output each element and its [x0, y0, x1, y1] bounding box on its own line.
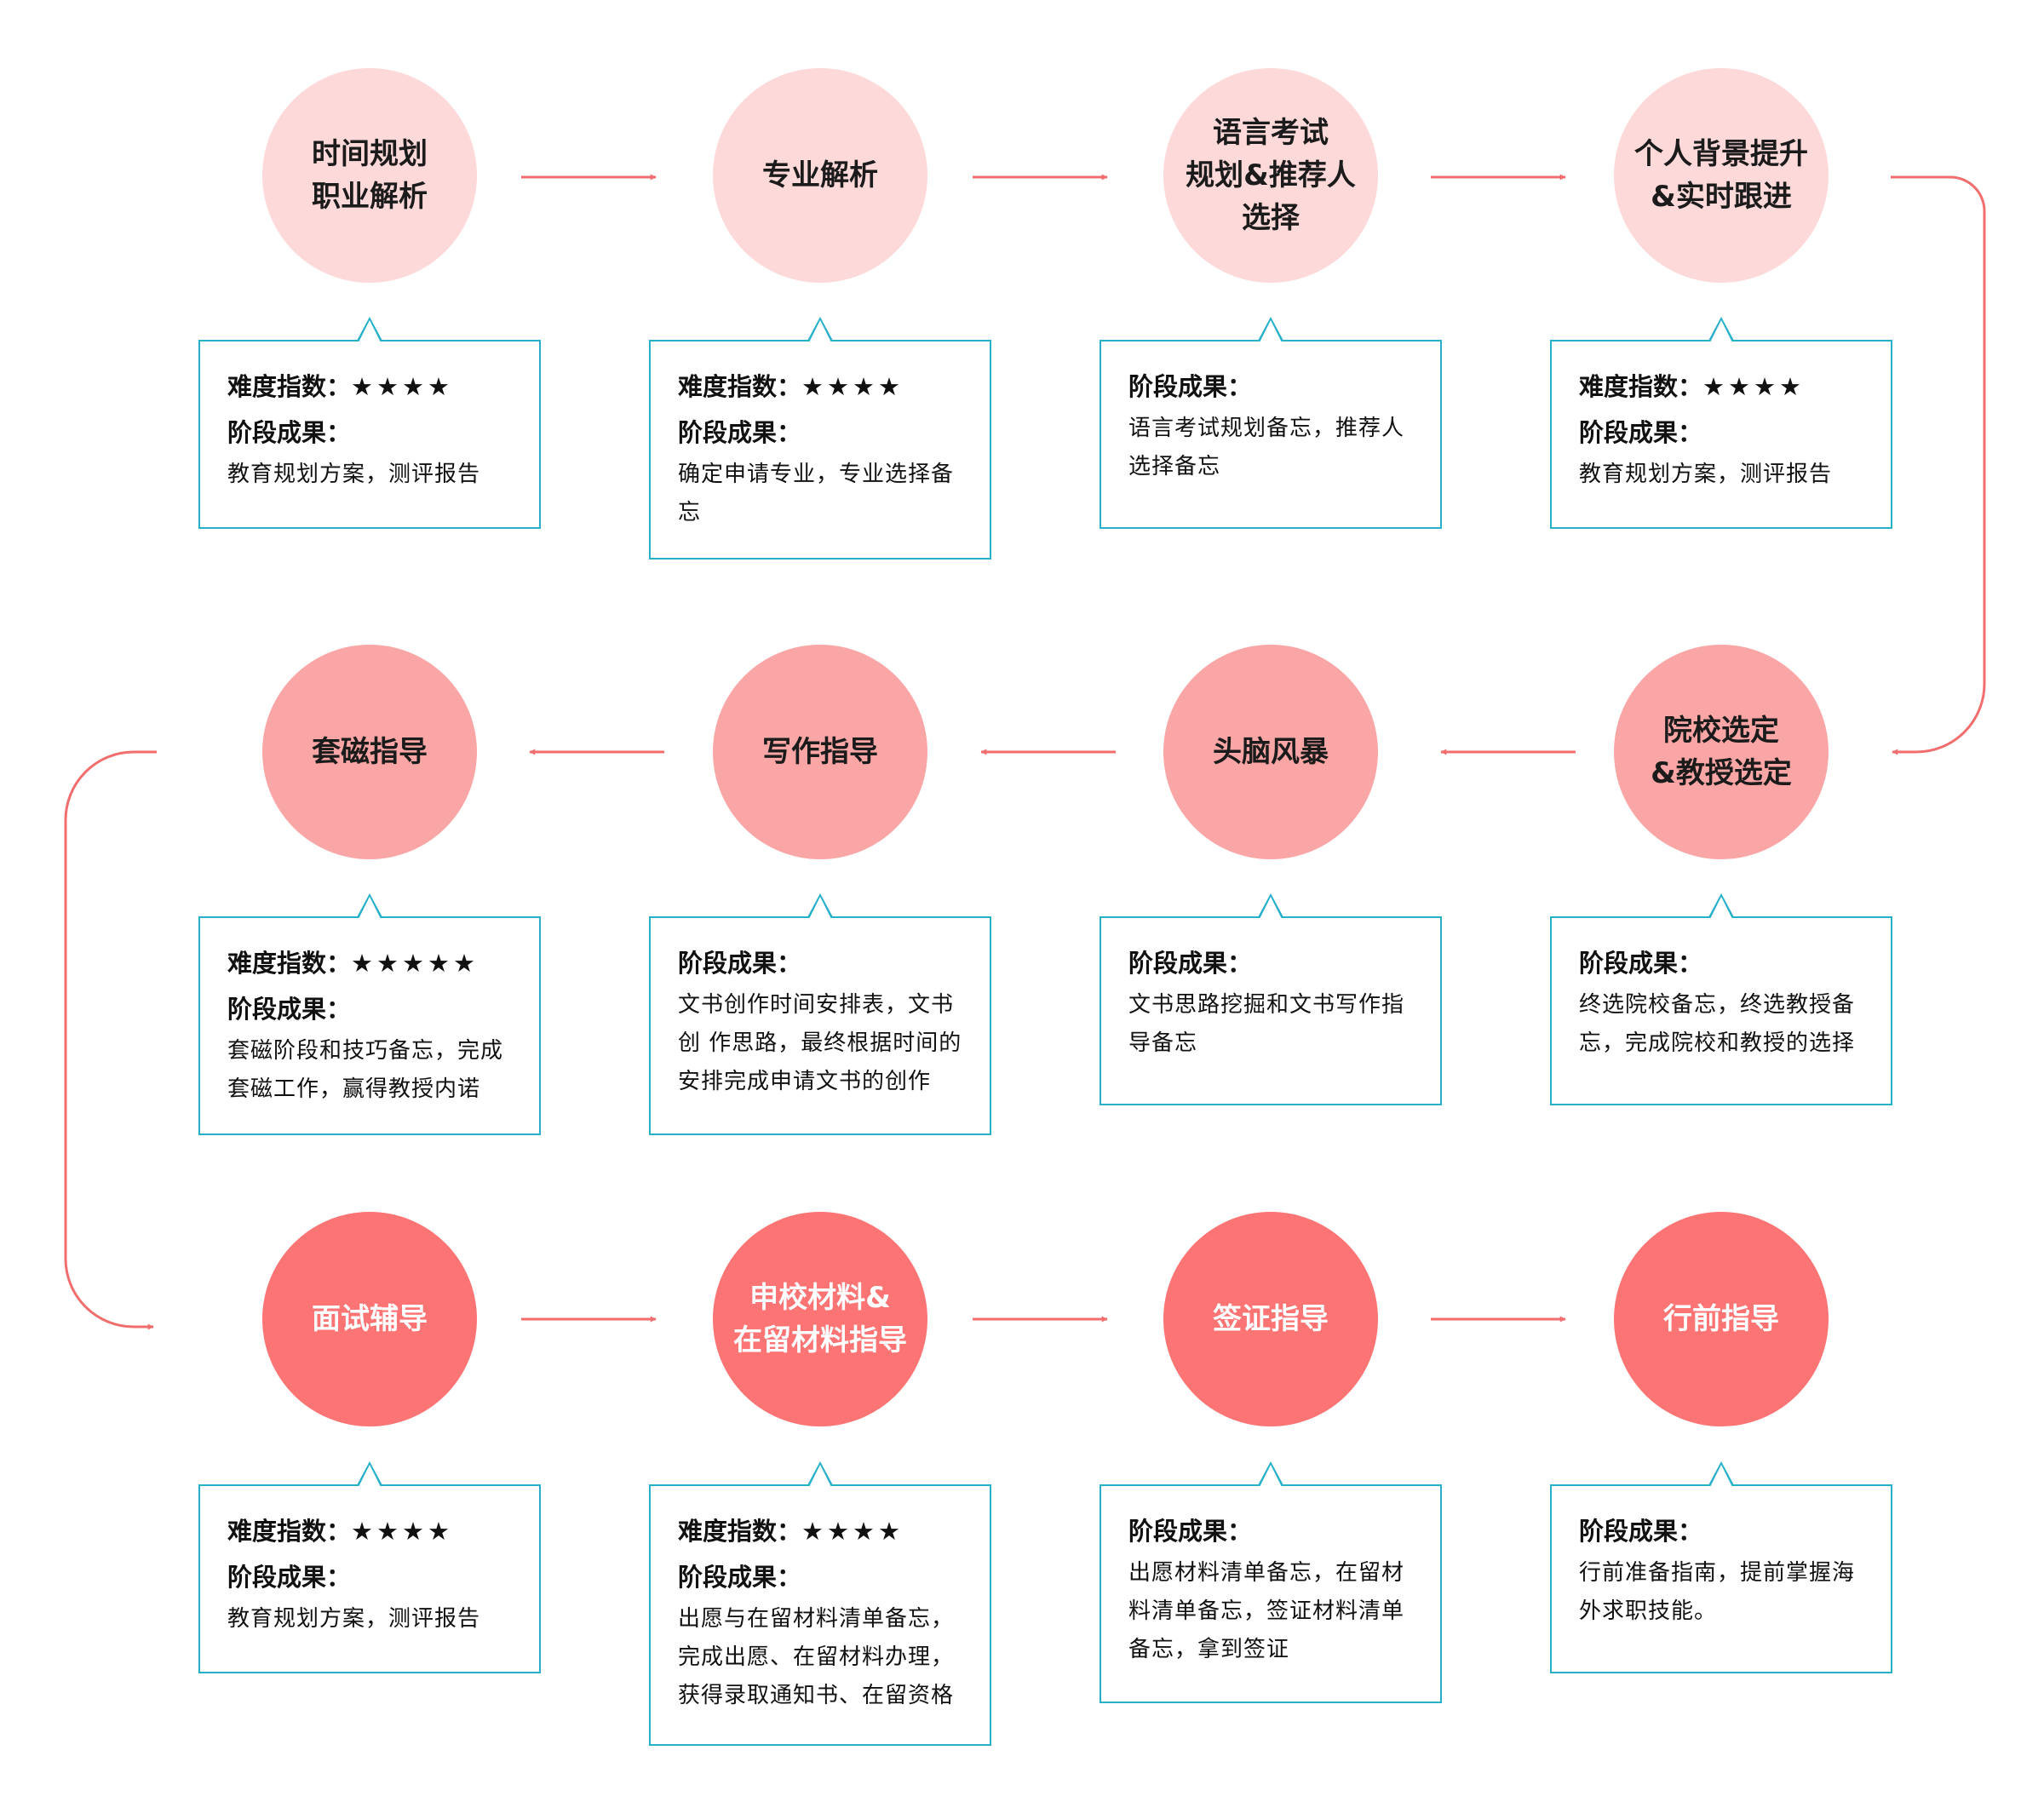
result-label: 阶段成果： — [227, 418, 352, 447]
result-label: 阶段成果： — [227, 1563, 352, 1592]
step-circle-pre-departure: 行前指导 — [1614, 1212, 1829, 1426]
step-circle-interview-coaching: 面试辅导 — [262, 1212, 477, 1426]
difficulty-line: 难度指数：★★★★ — [678, 1508, 964, 1554]
step-circle-brainstorm: 头脑风暴 — [1163, 645, 1378, 859]
result-text: 文书创作时间安排表，文书创 作思路，最终根据时间的安排完成申请文书的创作 — [678, 992, 962, 1094]
step-circle-time-planning: 时间规划 职业解析 — [262, 68, 477, 283]
result-text: 教育规划方案，测评报告 — [227, 1606, 481, 1632]
result-text: 文书思路挖掘和文书写作指导备忘 — [1128, 992, 1405, 1056]
difficulty-line: 难度指数：★★★★★ — [227, 940, 514, 986]
step-callout-language-exam: 阶段成果： 语言考试规划备忘，推荐人选择备忘 — [1100, 317, 1442, 529]
step-circle-school-selection: 院校选定 &教授选定 — [1614, 645, 1829, 859]
result-label: 阶段成果： — [678, 949, 802, 978]
result-text: 套磁阶段和技巧备忘，完成套磁工作，赢得教授内诺 — [227, 1038, 504, 1102]
result-label: 阶段成果： — [1128, 949, 1253, 978]
difficulty-line: 难度指数：★★★★ — [1579, 364, 1865, 410]
difficulty-line: 难度指数：★★★★ — [678, 364, 964, 410]
step-callout-brainstorm: 阶段成果： 文书思路挖掘和文书写作指导备忘 — [1100, 893, 1442, 1105]
difficulty-line: 难度指数：★★★★ — [227, 1508, 514, 1554]
result-label: 阶段成果： — [227, 995, 352, 1024]
step-callout-pre-departure: 阶段成果： 行前准备指南，提前掌握海外求职技能。 — [1550, 1461, 1892, 1673]
result-text: 出愿与在留材料清单备忘，完成出愿、在留材料办理，获得录取通知书、在留资格 — [678, 1606, 955, 1708]
step-callout-school-selection: 阶段成果： 终选院校备忘，终选教授备忘，完成院校和教授的选择 — [1550, 893, 1892, 1105]
difficulty-label: 难度指数： — [227, 1517, 352, 1546]
difficulty-stars: ★★★★ — [1702, 372, 1806, 401]
result-label: 阶段成果： — [1579, 949, 1703, 978]
step-callout-interview-coaching: 难度指数：★★★★ 阶段成果： 教育规划方案，测评报告 — [198, 1461, 541, 1673]
arrow-4-5 — [1891, 175, 1986, 755]
result-text: 出愿材料清单备忘，在留材料清单备忘，签证材料清单备忘，拿到签证 — [1128, 1560, 1405, 1662]
step-circle-major-analysis: 专业解析 — [713, 68, 927, 283]
difficulty-label: 难度指数： — [1579, 372, 1703, 401]
difficulty-stars: ★★★★ — [801, 372, 904, 401]
step-callout-contact-professor: 难度指数：★★★★★ 阶段成果： 套磁阶段和技巧备忘，完成套磁工作，赢得教授内诺 — [198, 893, 541, 1135]
arrow-8-9 — [64, 750, 157, 1330]
step-callout-background-boost: 难度指数：★★★★ 阶段成果： 教育规划方案，测评报告 — [1550, 317, 1892, 529]
step-circle-language-exam: 语言考试 规划&推荐人 选择 — [1163, 68, 1378, 283]
step-callout-application-materials: 难度指数：★★★★ 阶段成果： 出愿与在留材料清单备忘，完成出愿、在留材料办理，… — [649, 1461, 991, 1746]
difficulty-label: 难度指数： — [227, 949, 352, 978]
difficulty-line: 难度指数：★★★★ — [227, 364, 514, 410]
result-text: 语言考试规划备忘，推荐人选择备忘 — [1128, 416, 1405, 479]
difficulty-label: 难度指数： — [227, 372, 352, 401]
step-circle-application-materials: 申校材料& 在留材料指导 — [713, 1212, 927, 1426]
step-circle-contact-professor: 套磁指导 — [262, 645, 477, 859]
step-circle-background-boost: 个人背景提升 &实时跟进 — [1614, 68, 1829, 283]
result-text: 教育规划方案，测评报告 — [1579, 462, 1833, 487]
step-callout-visa-guide: 阶段成果： 出愿材料清单备忘，在留材料清单备忘，签证材料清单备忘，拿到签证 — [1100, 1461, 1442, 1703]
difficulty-label: 难度指数： — [678, 372, 802, 401]
difficulty-stars: ★★★★ — [801, 1517, 904, 1546]
result-label: 阶段成果： — [678, 418, 802, 447]
step-circle-writing-guide: 写作指导 — [713, 645, 927, 859]
step-callout-writing-guide: 阶段成果： 文书创作时间安排表，文书创 作思路，最终根据时间的安排完成申请文书的… — [649, 893, 991, 1135]
result-label: 阶段成果： — [678, 1563, 802, 1592]
result-label: 阶段成果： — [1128, 372, 1253, 401]
result-text: 终选院校备忘，终选教授备忘，完成院校和教授的选择 — [1579, 992, 1856, 1056]
result-label: 阶段成果： — [1128, 1517, 1253, 1546]
difficulty-stars: ★★★★ — [351, 372, 454, 401]
result-label: 阶段成果： — [1579, 1517, 1703, 1546]
result-label: 阶段成果： — [1579, 418, 1703, 447]
step-callout-time-planning: 难度指数：★★★★ 阶段成果： 教育规划方案，测评报告 — [198, 317, 541, 529]
result-text: 行前准备指南，提前掌握海外求职技能。 — [1579, 1560, 1856, 1624]
difficulty-stars: ★★★★ — [351, 1517, 454, 1546]
result-text: 教育规划方案，测评报告 — [227, 462, 481, 487]
result-text: 确定申请专业，专业选择备忘 — [678, 462, 955, 525]
difficulty-stars: ★★★★★ — [351, 949, 479, 978]
difficulty-label: 难度指数： — [678, 1517, 802, 1546]
step-circle-visa-guide: 签证指导 — [1163, 1212, 1378, 1426]
step-callout-major-analysis: 难度指数：★★★★ 阶段成果： 确定申请专业，专业选择备忘 — [649, 317, 991, 560]
